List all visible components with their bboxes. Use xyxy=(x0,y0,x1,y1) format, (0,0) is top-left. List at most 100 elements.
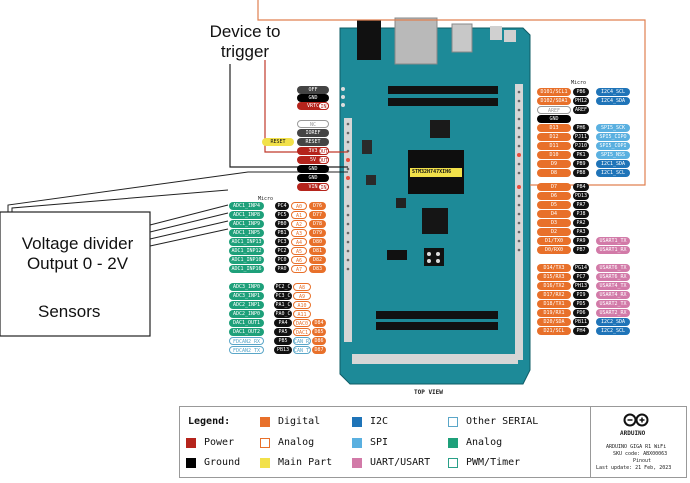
sku-label: SKU code: ABX00063 xyxy=(613,451,668,457)
digital-port-label: PH13 xyxy=(573,282,589,290)
digital-pin-label: D16/TX2 xyxy=(537,282,571,290)
digital-port-label: PG14 xyxy=(573,264,589,272)
analog2-adc-label: ADC2_INP0 xyxy=(229,310,264,318)
power-pin-label: GND xyxy=(297,94,329,102)
usb-c-connector xyxy=(451,23,473,53)
digital-func-label: SPI5_COPI xyxy=(596,142,630,150)
mcu-label: STM32H747XIH6 xyxy=(412,169,452,175)
digital-port-label: PB6 xyxy=(573,88,589,96)
analog-d-label: D77 xyxy=(309,211,326,219)
update-label: Last update: 21 Feb, 2023 xyxy=(596,465,672,471)
power-pin-label: GND xyxy=(297,174,329,182)
sensor-wire xyxy=(149,204,229,226)
digital-pin-label: D102/SDA1 xyxy=(537,97,571,105)
analog-d-label: D80 xyxy=(309,238,326,246)
analog2-a-label: A11 xyxy=(293,310,311,318)
digital-func-label: I2C2_SCL xyxy=(596,327,630,335)
digital-pin-label: AREF xyxy=(537,106,571,114)
digital-pin-label: D11 xyxy=(537,142,571,150)
sensors-label: Sensors xyxy=(38,302,101,321)
arduino-logo xyxy=(623,412,649,428)
digital-port-label: PH12 xyxy=(573,97,589,105)
legend-item-label: Analog xyxy=(278,437,315,448)
device-label-line: Device to xyxy=(209,22,281,41)
digital-port-label: PA3 xyxy=(573,228,589,236)
device-to-trigger-label: Device to trigger xyxy=(200,22,290,62)
legend-swatch xyxy=(260,458,270,468)
digital-port-label: PC7 xyxy=(573,273,589,281)
analog2-adc-label: DAC1_OUT2 xyxy=(229,328,264,336)
digital-port-label: AREF xyxy=(573,106,589,114)
analog-a-label: A7 xyxy=(291,265,307,273)
digital-func-label: SPI5_CIPO xyxy=(596,133,630,141)
digital-pin-label: D1/TX0 xyxy=(537,237,571,245)
digital-pin-label: D18/TX1 xyxy=(537,300,571,308)
power-pin-label: GND xyxy=(297,165,329,173)
power-jack xyxy=(357,20,381,60)
analog2-port-label: PB5 xyxy=(274,337,292,345)
analog2-port-label: PA4 xyxy=(274,319,292,327)
power-pin-label: 3V3 xyxy=(297,147,329,155)
micro-right-label: Micro xyxy=(571,80,587,86)
analog-d-label: D78 xyxy=(309,220,326,228)
digital-port-label: PI9 xyxy=(573,291,589,299)
digital-func-label: USART1_TX xyxy=(596,237,630,245)
digital-pin-label: D14/TX3 xyxy=(537,264,571,272)
digital-pin-label: D12 xyxy=(537,133,571,141)
analog2-port-label: PC3_C xyxy=(274,292,292,300)
analog2-port-label: PC2_C xyxy=(274,283,292,291)
digital-func-label: USART2_TX xyxy=(596,300,630,308)
analog-a-label: A0 xyxy=(291,202,307,210)
analog-adc-label: ADC1_INP5 xyxy=(229,229,264,237)
analog2-port-label: PB13 xyxy=(274,346,292,354)
digital-pin-label: D5 xyxy=(537,201,571,209)
power-pin-direction: IN xyxy=(318,102,329,110)
legend-item-label: Other SERIAL xyxy=(466,416,539,427)
sensor-wire xyxy=(149,228,229,247)
legend-swatch xyxy=(260,417,270,427)
digital-pin-label: D13 xyxy=(537,124,571,132)
digital-pin-label: D4 xyxy=(537,210,571,218)
device-label-line: trigger xyxy=(220,42,270,61)
mcu-label-bg xyxy=(410,168,462,177)
analog-adc-label: ADC1_INP4 xyxy=(229,202,264,210)
bottom-header-strip xyxy=(352,354,518,364)
digital-port-label: PA2 xyxy=(573,219,589,227)
digital-func-label: USART1_RX xyxy=(596,246,630,254)
digital-port-label: PB4 xyxy=(573,183,589,191)
digital-pin-label: D17/RX2 xyxy=(537,291,571,299)
top-view-label: TOP VIEW xyxy=(414,389,443,396)
analog2-d-label: D87 xyxy=(312,346,326,354)
power-pin-label: OFF xyxy=(297,86,329,94)
analog2-a-label: A8 xyxy=(293,283,311,291)
analog2-d-label: D85 xyxy=(312,328,326,336)
analog2-a-label: CAN TX xyxy=(293,346,311,354)
analog-a-label: A2 xyxy=(291,220,307,228)
micro-left-label: Micro xyxy=(258,196,274,202)
analog2-adc-label: FDCAN2_TX xyxy=(229,346,264,354)
analog-adc-label: ADC1_INP9 xyxy=(229,220,264,228)
board-outline xyxy=(339,27,531,385)
digital-pin-label: D2 xyxy=(537,228,571,236)
legend-swatch xyxy=(448,417,458,427)
legend-swatch xyxy=(352,458,362,468)
digital-func-label: USART6_TX xyxy=(596,264,630,272)
analog-a-label: A3 xyxy=(291,229,307,237)
legend-item-label: Main Part xyxy=(278,457,333,468)
analog-adc-label: ADC1_INP13 xyxy=(229,238,264,246)
digital-pin-label: D9 xyxy=(537,160,571,168)
analog-adc-label: ADC1_INP16 xyxy=(229,265,264,273)
power-pin-label: VRTC xyxy=(297,102,329,110)
digital-func-label: SPI5_SCK xyxy=(596,124,630,132)
digital-pin-label: D6 xyxy=(537,192,571,200)
analog-a-label: A1 xyxy=(291,211,307,219)
component xyxy=(366,175,376,185)
analog-adc-label: ADC1_INP12 xyxy=(229,247,264,255)
digital-func-label: I2C2_SDA xyxy=(596,318,630,326)
legend-swatch xyxy=(260,438,270,448)
analog-port-label: PC5 xyxy=(275,211,289,219)
analog-d-label: D83 xyxy=(309,265,326,273)
analog-adc-label: ADC1_INP8 xyxy=(229,211,264,219)
power-pin-label: RESET xyxy=(297,138,329,146)
